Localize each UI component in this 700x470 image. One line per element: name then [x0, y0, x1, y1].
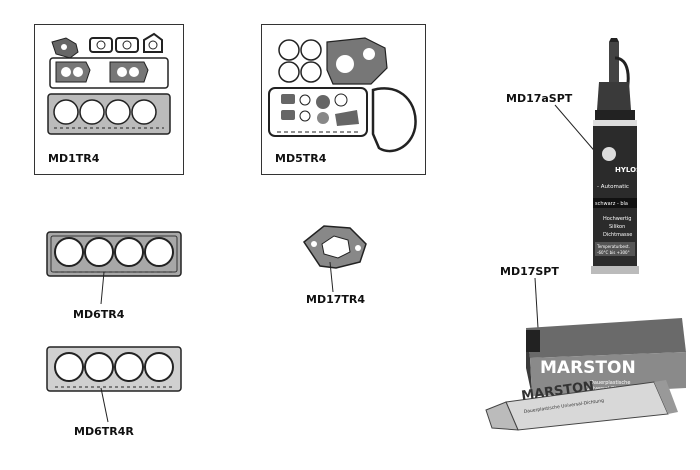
tube-line7-text: -60°C bis +300° — [597, 250, 630, 255]
box-brand-text: MARSTON — [540, 358, 636, 378]
md6tr4r-head-gasket-image — [46, 346, 182, 392]
tube-brand-text: HYLOSIL — [615, 166, 649, 174]
md5tr4-kit-gaskets-image — [268, 37, 417, 153]
md1tr4-kit-gaskets-image — [47, 32, 171, 135]
tube-line2-text: schwarz - bla — [595, 201, 628, 207]
tube-line5-text: Dichtmasse — [603, 232, 632, 238]
md17tr4-gasket-image — [302, 225, 367, 269]
tube-line3-text: Hochwertig — [603, 216, 631, 222]
box-line1-text: Dauerplastische — [590, 380, 630, 386]
md6tr4-head-gasket-image — [46, 231, 182, 277]
md5tr4-label: MD5TR4 — [275, 152, 327, 165]
tube-line1-text: - Automatic — [597, 184, 629, 190]
md17aspt-tube-image: HYLOSIL - Automatic schwarz - bla Hochwe… — [591, 38, 649, 274]
md17tr4-label: MD17TR4 — [306, 293, 366, 306]
tube-line4-text: Silikon — [609, 224, 625, 230]
md17spt-box-and-tube-image: MARSTON Dauerplastische Universal-Dichtu… — [485, 318, 686, 431]
md17spt-label: MD17SPT — [500, 265, 559, 278]
md17aspt-label: MD17aSPT — [506, 92, 573, 105]
md1tr4-label: MD1TR4 — [48, 152, 100, 165]
md6tr4-label: MD6TR4 — [73, 308, 125, 321]
tube-line6-text: Temperaturbest. — [596, 244, 630, 249]
md6tr4r-label: MD6TR4R — [74, 425, 134, 438]
